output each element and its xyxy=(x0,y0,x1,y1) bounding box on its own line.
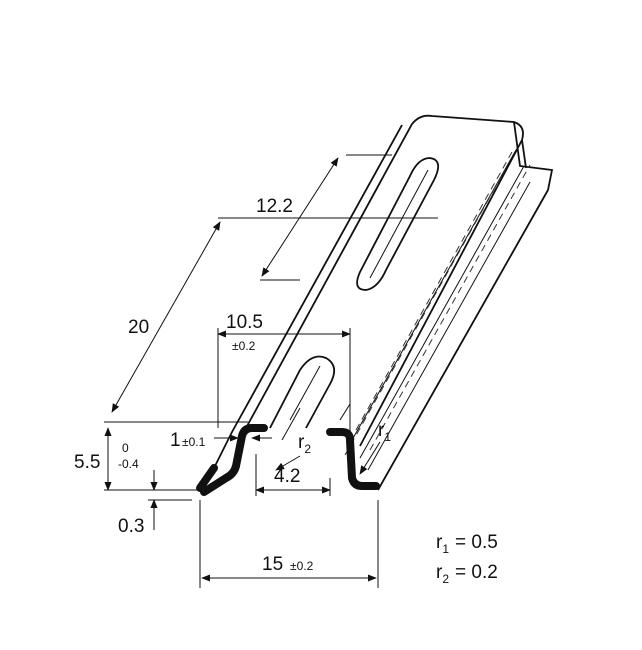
label-thickness-tol: ±0.1 xyxy=(182,435,206,449)
label-slot-width-tol: ±0.2 xyxy=(232,339,256,353)
radius-labels: r2 r1 xyxy=(275,420,391,475)
dimension-thickness: 1 ±0.1 xyxy=(170,430,272,451)
label-slot-width: 10.5 xyxy=(226,312,263,333)
dimension-offset: 0.3 xyxy=(118,470,192,537)
label-height: 5.5 xyxy=(74,452,100,473)
dimension-slot-width: 10.5 ±0.2 xyxy=(217,312,351,440)
label-r1: r1 xyxy=(378,420,391,444)
dimension-length: 20 xyxy=(104,221,248,423)
label-length: 20 xyxy=(128,317,149,338)
legend-r1: r1= 0.5 xyxy=(436,532,498,556)
label-slot-gap: 4.2 xyxy=(274,466,300,487)
label-thickness: 1 xyxy=(170,430,181,451)
legend-r2: r2= 0.2 xyxy=(436,562,498,586)
label-offset: 0.3 xyxy=(118,516,144,537)
dimension-height: 5.5 0 -0.4 xyxy=(74,427,200,491)
radius-legend: r1= 0.5 r2= 0.2 xyxy=(436,532,498,586)
label-width: 15 xyxy=(262,554,283,575)
rail-body xyxy=(196,114,554,496)
label-width-tol: ±0.2 xyxy=(290,559,314,573)
dimension-width: 15 ±0.2 xyxy=(199,500,379,588)
label-height-tol-upper: 0 xyxy=(122,441,129,455)
dimension-slot-pitch: 12.2 xyxy=(218,154,438,281)
label-r2: r2 xyxy=(298,432,311,456)
label-height-tol-lower: -0.4 xyxy=(118,457,139,471)
label-slot-pitch: 12.2 xyxy=(256,196,293,217)
dimension-slot-gap: 4.2 xyxy=(255,454,331,496)
